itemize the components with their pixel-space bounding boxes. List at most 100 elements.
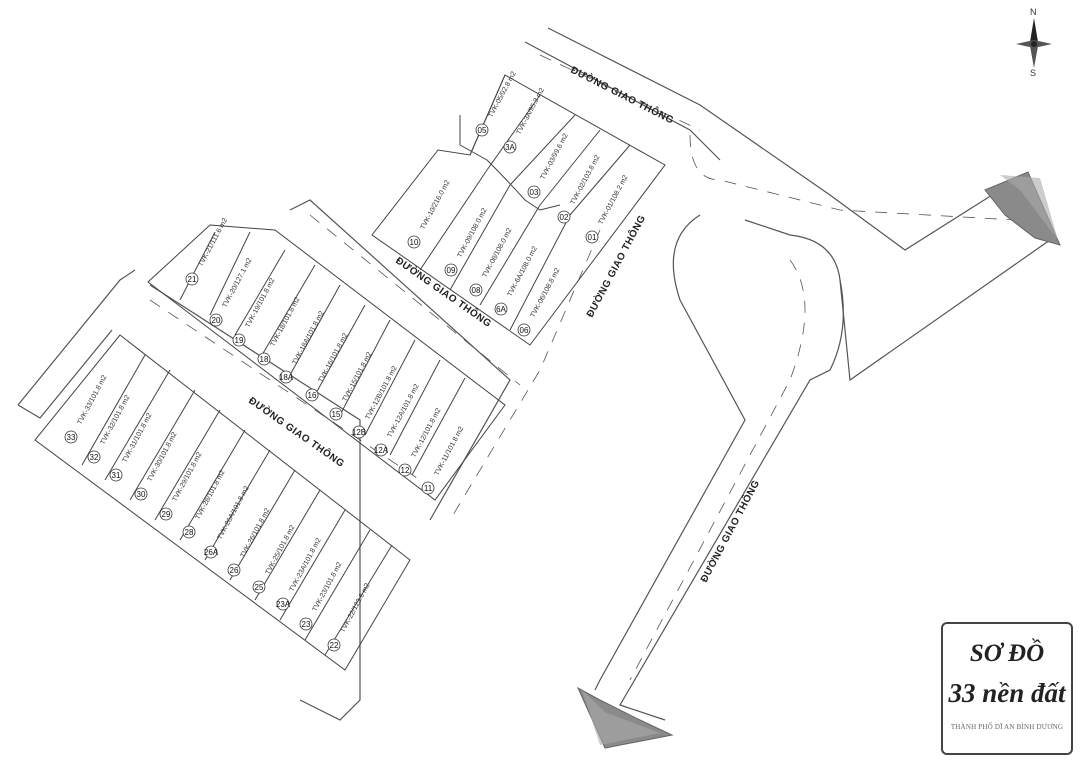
lot-area-label: TVK-18/101.8 m2 — [270, 296, 302, 348]
lot-number: 12A — [374, 446, 389, 455]
lot-number-circle — [227, 563, 241, 577]
lot-number: 20 — [212, 316, 221, 325]
block-top-outline — [371, 74, 666, 346]
road-centerline-3 — [309, 214, 521, 386]
lot-area-label: TVK-21/111.6 m2 — [198, 217, 229, 268]
road-centerline-6 — [449, 229, 601, 521]
lot-line-h — [479, 204, 541, 306]
lot-area-label: TVK-3A/95.3 m2 — [516, 87, 547, 136]
lot-area-label: TVK-31/101.8 m2 — [122, 412, 154, 464]
lot-number-circle — [398, 463, 412, 477]
lot-area-label: TVK-15/101.8 m2 — [342, 351, 374, 403]
lot-line-d — [539, 129, 601, 206]
lot-number: 05 — [478, 126, 487, 135]
lot-number: 26A — [204, 548, 219, 557]
lot-number: 19 — [235, 336, 244, 345]
road-corner — [690, 105, 700, 130]
lot-number: 18A — [279, 373, 294, 382]
mid-lot-line-9 — [389, 359, 441, 456]
lot-number: 03 — [530, 188, 539, 197]
mid-lot-line-4 — [261, 264, 316, 356]
lot-area-label: TVK-10/216.0 m2 — [420, 179, 452, 231]
mid-lot-line-8 — [364, 339, 416, 436]
road-left-edge-long — [594, 214, 746, 691]
bot-lot-line-11 — [324, 544, 393, 656]
lot-number-circle — [182, 525, 196, 539]
lot-number-circle — [252, 580, 266, 594]
lot-area-label: TVK-23/101.8 m2 — [312, 561, 344, 613]
lot-number: 31 — [112, 471, 121, 480]
lot-area-label: TVK-26A/101.8 m2 — [217, 485, 251, 541]
lot-area-label: TVK-29/101.8 m2 — [172, 451, 204, 503]
lot-number: 6A — [496, 305, 506, 314]
lot-number: 21 — [188, 275, 197, 284]
lot-area-label: TVK-11/101.8 m2 — [434, 426, 466, 477]
bot-lot-line-9 — [279, 509, 346, 621]
road-label-lower: ĐƯỜNG GIAO THÔNG — [246, 394, 347, 470]
block-top — [371, 74, 666, 346]
lot-number-circle — [557, 210, 571, 224]
lot-area-label: TVK-08/108.0 m2 — [482, 227, 514, 279]
mid-lot-line-6 — [314, 304, 366, 396]
lot-area-label: TVK-32/101.8 m2 — [100, 394, 132, 446]
road-edge-outer-top — [547, 27, 1001, 251]
lot-number-circle — [352, 425, 366, 439]
lot-number: 12 — [401, 466, 410, 475]
road-left-inner — [17, 329, 113, 419]
bot-lot-line-4 — [154, 409, 221, 521]
compass-south-label: S — [1030, 68, 1036, 78]
lot-line-b — [486, 94, 541, 171]
lot-line-f — [419, 169, 488, 271]
lot-number: 29 — [162, 510, 171, 519]
lot-number: 26 — [230, 566, 239, 575]
lot-line-i — [509, 214, 571, 331]
lot-line-c — [509, 114, 576, 186]
lot-area-label: TVK-22/123.6 m2 — [340, 582, 372, 634]
mid-lot-line-1 — [179, 231, 216, 301]
lot-area-label: TVK-33/101.8 m2 — [77, 374, 109, 426]
compass-icon: N S — [1016, 7, 1052, 78]
lot-number: 18 — [260, 355, 269, 364]
lot-number: 3A — [505, 143, 515, 152]
mid-lot-line-2 — [209, 231, 251, 316]
mid-lot-line-5 — [289, 284, 341, 376]
arrow-southwest — [576, 686, 674, 749]
road-ne-arm-link — [720, 160, 745, 220]
bot-lot-line-2 — [104, 369, 171, 481]
bot-lot-line-8 — [254, 489, 321, 601]
block-top-divider — [459, 115, 561, 211]
lot-number: 09 — [447, 266, 456, 275]
bot-lot-line-10 — [304, 529, 371, 641]
lot-area-label: TVK-23A/101.8 m2 — [289, 537, 323, 593]
lot-number-circle — [159, 507, 173, 521]
road-edge-inner-top — [524, 41, 721, 161]
lot-number-circle — [305, 388, 319, 402]
lot-number-circle — [209, 313, 223, 327]
road-mid-outer — [289, 199, 511, 521]
lot-line-a — [469, 74, 506, 156]
lot-number-circle — [527, 185, 541, 199]
lot-number-circle — [64, 430, 78, 444]
block-bottom — [34, 334, 411, 671]
lot-number-circle — [134, 487, 148, 501]
lot-number-circle — [469, 283, 483, 297]
lot-number-circle — [109, 468, 123, 482]
title-line-2: 33 nền đất — [948, 678, 1066, 708]
lot-number-circle — [204, 545, 218, 559]
lot-number: 06 — [520, 326, 529, 335]
lot-number-circle — [329, 407, 343, 421]
mid-lot-line-10 — [411, 377, 466, 476]
lot-number: 12B — [352, 428, 366, 437]
lot-number-circle — [257, 352, 271, 366]
lot-number-circle — [299, 617, 313, 631]
lot-area-label: TVK-05/92.8 m2 — [488, 71, 518, 119]
lot-area-label: TVK-16/101.8 m2 — [318, 332, 350, 384]
